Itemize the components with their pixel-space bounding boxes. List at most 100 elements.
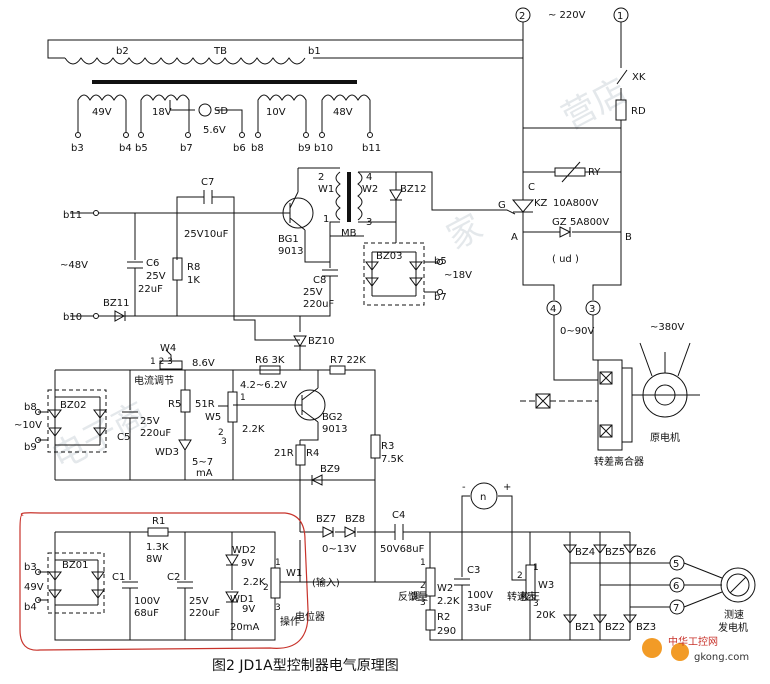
motor-supply: ~380V [650, 322, 684, 333]
pin-b5: b5 [135, 143, 148, 154]
c2-name: C2 [167, 572, 180, 583]
transformer-b2: b2 [116, 46, 129, 57]
wd2-value: 9V [241, 558, 254, 569]
w3-pin3: 3 [533, 599, 539, 609]
svg-text:5: 5 [673, 559, 679, 570]
diode-bz11: BZ11 [103, 298, 129, 309]
scr-kz [506, 196, 535, 232]
speed-meter [470, 482, 498, 510]
r2-value: 290 [437, 626, 456, 637]
wd1-value: 9V [242, 604, 255, 615]
w2-adj: 调 [410, 591, 420, 603]
left-48v: ~48V [60, 260, 88, 271]
r2-name: R2 [437, 612, 450, 623]
w1-op: 操作 [280, 615, 300, 628]
pin-b3: b3 [71, 143, 84, 154]
c8-voltage: 25V [303, 287, 323, 298]
w4-name: W4 [160, 343, 176, 354]
diode-bz7 [322, 526, 335, 538]
varistor-ry [554, 167, 586, 177]
mains-terminal-1: 1 [613, 7, 629, 23]
mb-w1-pin: 2 [318, 172, 324, 183]
bz01-b4: b4 [24, 602, 37, 613]
bz4: BZ4 [575, 547, 595, 558]
r8-name: R8 [187, 262, 200, 273]
pot-w1 [270, 567, 281, 599]
range-label: 4.2~6.2V [240, 380, 287, 391]
r3-value: 7.5K [381, 454, 404, 465]
tap-18v: 18V [152, 107, 172, 118]
bz03-18v: ~18V [444, 270, 472, 281]
c5-cap: 220uF [140, 428, 171, 439]
w1-pot: 电位器 [295, 610, 325, 623]
r1-power: 8W [146, 554, 162, 565]
w4-pins: 1 2 3 [150, 357, 173, 367]
bz02-10v: ~10V [14, 420, 42, 431]
mb-w1-pin2: 1 [323, 214, 329, 225]
diode-bz9: BZ9 [320, 464, 340, 475]
pulse-transformer: 2 W1 1 4 W2 3 MB [318, 171, 378, 239]
logo-url: gkong.com [694, 652, 749, 663]
svg-text:3: 3 [589, 304, 595, 315]
scr-name: KZ [534, 198, 548, 209]
bridge-bz03 [363, 242, 425, 306]
bridge-bz01 [47, 552, 105, 614]
c5-voltage: 25V [140, 416, 160, 427]
w5-value: 2.2K [242, 424, 265, 435]
bz01-name: BZ01 [62, 560, 88, 571]
bz02-name: BZ02 [60, 400, 86, 411]
bz01-49v: 49V [24, 582, 44, 593]
meter-plus: + [503, 482, 511, 493]
w2-pin1: 1 [420, 558, 426, 568]
w2-value: 2.2K [437, 596, 460, 607]
left-b11: b11 [63, 210, 82, 221]
tap-48v: 48V [333, 107, 353, 118]
watermark-text-1: 家 [440, 207, 489, 258]
mb-w1: W1 [318, 184, 334, 195]
r6: R6 3K [255, 355, 285, 366]
w5-name: W5 [205, 412, 221, 423]
r3-name: R3 [381, 441, 394, 452]
tap-49v: 49V [92, 107, 112, 118]
scr-a: A [511, 232, 518, 243]
transistor-bg1 [275, 191, 314, 231]
tap-56v: 5.6V [203, 125, 226, 136]
motor-name: 原电机 [650, 431, 680, 444]
diode-gz: GZ [552, 217, 567, 228]
c6-name: C6 [146, 258, 159, 269]
tach-label: 测速 [724, 608, 744, 621]
scr-b: B [625, 232, 632, 243]
mb-w2: W2 [362, 184, 378, 195]
bz2: BZ2 [605, 622, 625, 633]
bg1-model: 9013 [278, 246, 303, 257]
wd1-name: WD1 [230, 594, 254, 605]
w3-value: 20K [536, 610, 556, 621]
svg-text:4: 4 [550, 304, 556, 315]
terminal-7: 7 [669, 599, 685, 615]
c7-name: C7 [201, 177, 214, 188]
mains-terminal-2: 2 [515, 7, 531, 23]
mb-name: MB [341, 228, 357, 239]
pin-b9: b9 [298, 143, 311, 154]
diode-gz-rating: 5A800V [570, 217, 609, 228]
w3-cal: 校正 [520, 590, 540, 603]
c1-cap: 68uF [134, 608, 159, 619]
c5-name: C5 [117, 432, 130, 443]
tach-label-2: 发电机 [718, 621, 748, 634]
diode-bz10-label: BZ10 [308, 336, 334, 347]
w2-name: W2 [437, 583, 453, 594]
bz02-b9: b9 [24, 442, 37, 453]
v013: 0~13V [322, 544, 356, 555]
c8-cap: 220uF [303, 299, 334, 310]
ud-label: ( ud ) [552, 254, 579, 265]
terminal-5: 5 [669, 555, 685, 571]
r7: R7 22K [330, 355, 366, 366]
w3-spd: 转速表 [507, 590, 537, 603]
bg1-name: BG1 [278, 234, 299, 245]
c7-value: 25V10uF [184, 229, 229, 240]
terminal-1-label: 1 [617, 11, 623, 22]
w4-caption: 电流调节 [134, 374, 174, 387]
w1-pin1: 1 [275, 558, 281, 568]
pot-w5 [227, 391, 238, 423]
